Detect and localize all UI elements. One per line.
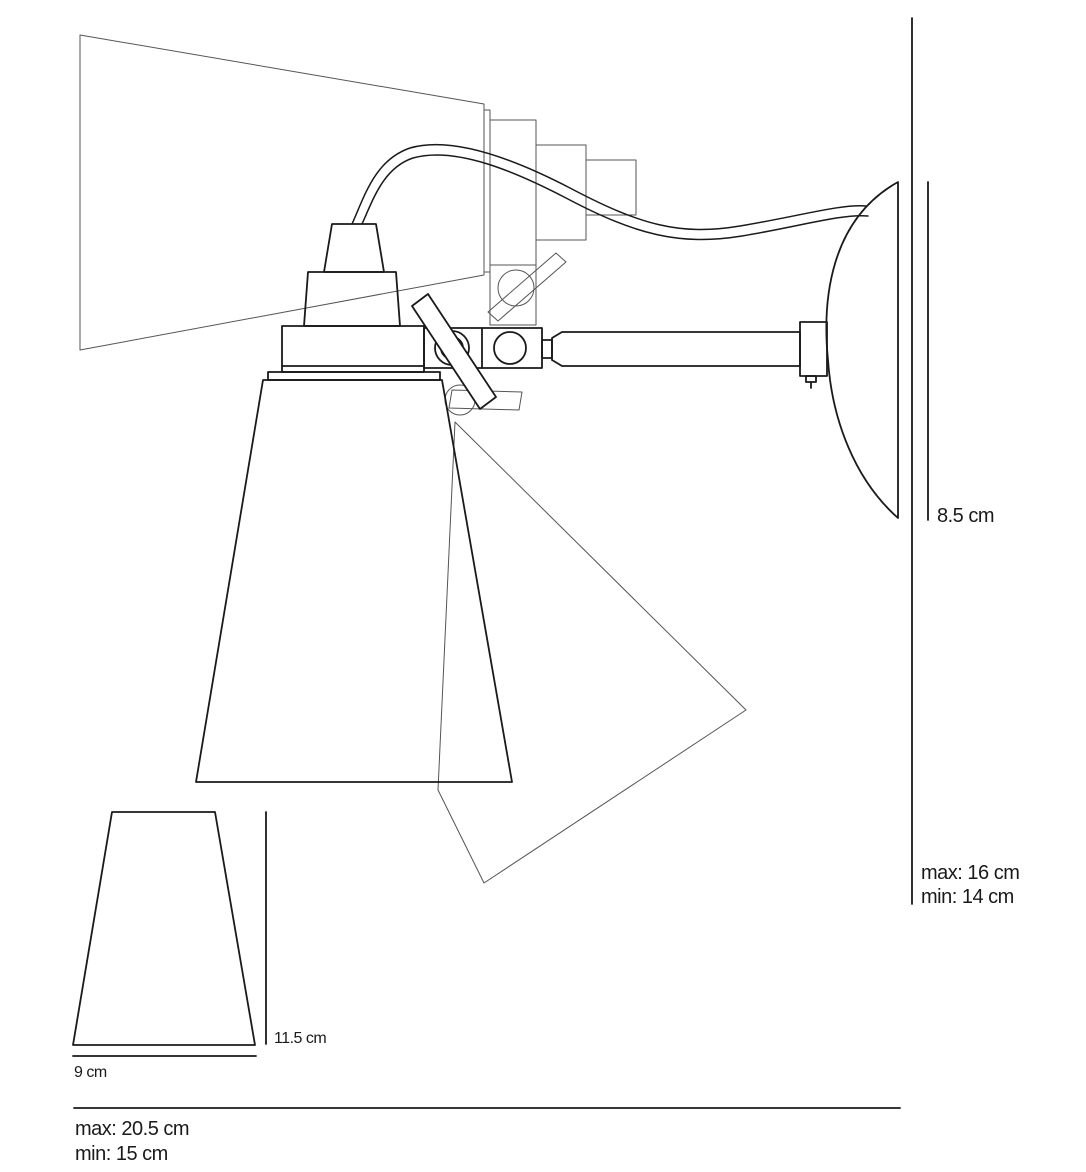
locking-handle-icon xyxy=(411,293,497,410)
height-min-label: min: 14 cm xyxy=(921,886,1014,908)
ghost-shade-up xyxy=(79,34,637,351)
main-shade xyxy=(195,379,513,783)
reach-max-label: max: 20.5 cm xyxy=(75,1118,190,1140)
lamp-arm xyxy=(551,321,828,389)
lamp-holder xyxy=(267,223,441,381)
height-max-label: max: 16 cm xyxy=(921,862,1020,884)
shade-width-label: 9 cm xyxy=(74,1064,107,1081)
shade-detail xyxy=(72,811,256,1046)
ghost-shade-down xyxy=(437,384,747,884)
shade-height-label: 11.5 cm xyxy=(274,1030,327,1047)
power-cable xyxy=(351,143,869,241)
reach-min-label: min: 15 cm xyxy=(75,1143,168,1165)
dimension-lines xyxy=(72,17,929,1109)
wall-plate xyxy=(825,181,899,519)
wall-plate-height-label: 8.5 cm xyxy=(937,505,995,527)
